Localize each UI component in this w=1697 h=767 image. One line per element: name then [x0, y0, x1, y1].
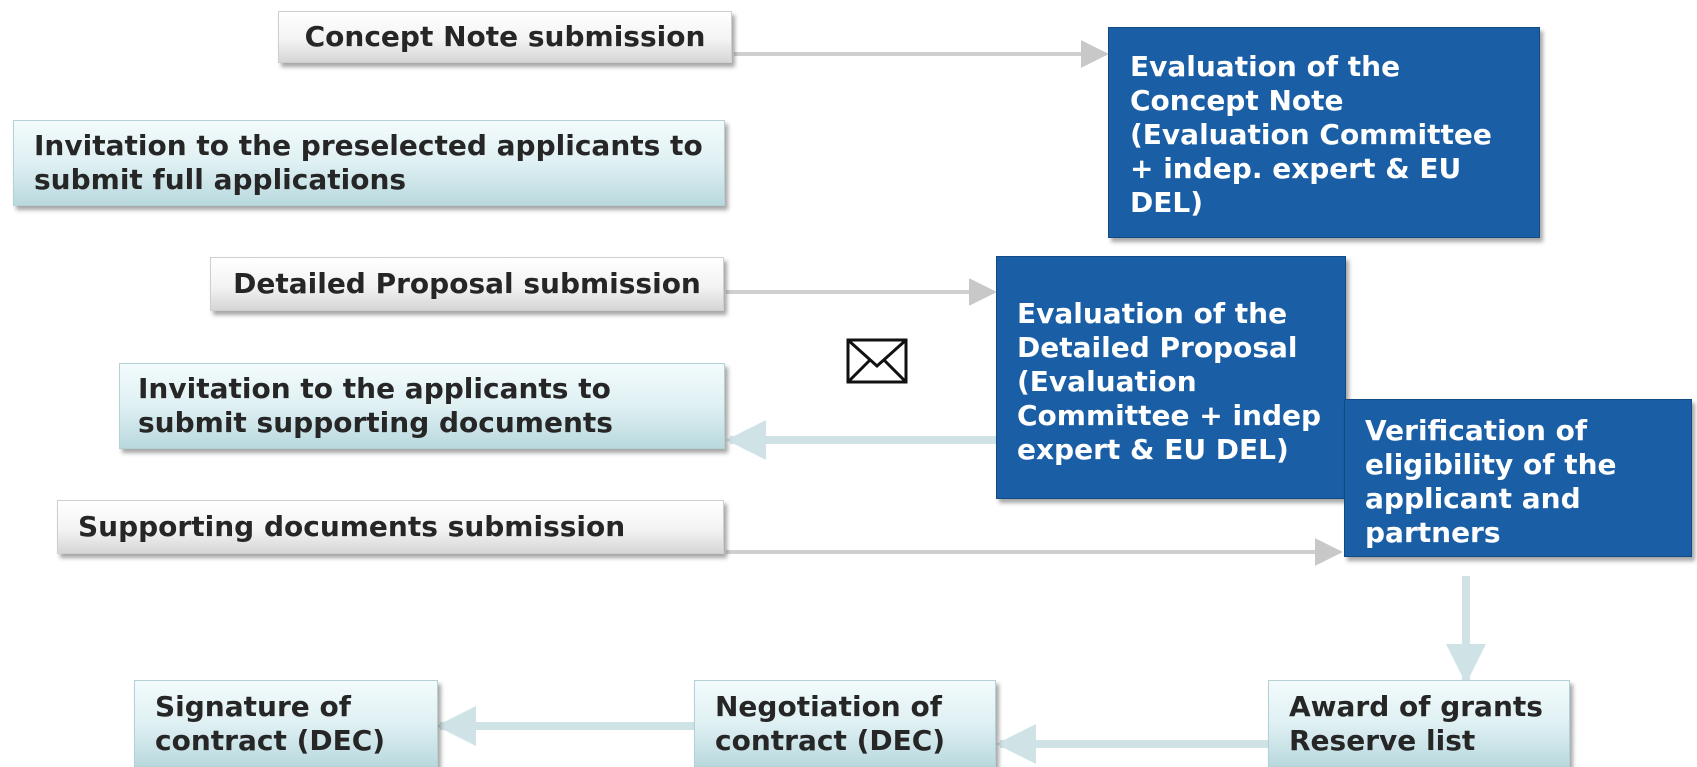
- evaluation-detailed-proposal-box: Evaluation of the Detailed Proposal (Eva…: [996, 256, 1346, 499]
- signature-of-contract-box: Signature of contract (DEC): [134, 680, 438, 767]
- invitation-preselected-label: Invitation to the preselected applicants…: [34, 129, 703, 196]
- envelope-icon: [838, 326, 916, 394]
- evaluation-concept-note-box: Evaluation of the Concept Note (Evaluati…: [1108, 27, 1540, 238]
- supporting-docs-submission-box: Supporting documents submission: [57, 500, 724, 554]
- award-of-grants-box: Award of grants Reserve list: [1268, 680, 1570, 767]
- supporting-docs-submission-label: Supporting documents submission: [78, 510, 626, 543]
- invitation-supporting-docs-box: Invitation to the applicants to submit s…: [119, 363, 725, 449]
- concept-note-submission-label: Concept Note submission: [304, 20, 706, 53]
- signature-of-contract-label: Signature of contract (DEC): [155, 689, 386, 757]
- invitation-preselected-box: Invitation to the preselected applicants…: [13, 120, 725, 206]
- verification-eligibility-label: Verification of eligibility of the appli…: [1365, 414, 1617, 549]
- detailed-proposal-submission-label: Detailed Proposal submission: [233, 267, 701, 300]
- detailed-proposal-submission-box: Detailed Proposal submission: [210, 257, 724, 311]
- concept-note-submission-box: Concept Note submission: [278, 11, 732, 63]
- verification-eligibility-box: Verification of eligibility of the appli…: [1344, 399, 1692, 557]
- negotiation-of-contract-box: Negotiation of contract (DEC): [694, 680, 996, 767]
- evaluation-detailed-proposal-label: Evaluation of the Detailed Proposal (Eva…: [1017, 297, 1322, 466]
- negotiation-of-contract-label: Negotiation of contract (DEC): [715, 689, 946, 757]
- evaluation-concept-note-label: Evaluation of the Concept Note (Evaluati…: [1130, 50, 1492, 219]
- award-of-grants-label: Award of grants Reserve list: [1289, 689, 1543, 757]
- invitation-supporting-docs-label: Invitation to the applicants to submit s…: [138, 372, 613, 439]
